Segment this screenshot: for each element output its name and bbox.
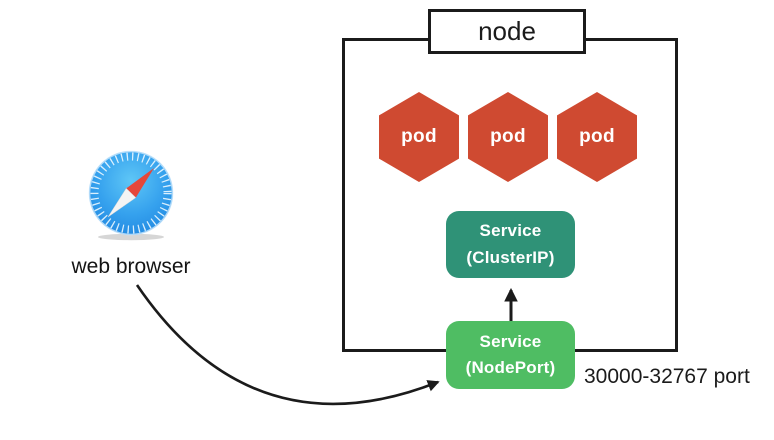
service-name: Service — [479, 221, 542, 241]
safari-compass-icon — [88, 150, 174, 241]
pod-label: pod — [401, 126, 437, 147]
pod-label: pod — [490, 126, 526, 147]
compass-needle-red — [126, 168, 154, 198]
port-range-label: 30000-32767 port — [584, 365, 750, 388]
compass-needle-white — [107, 188, 137, 218]
node-label-text: node — [478, 16, 536, 46]
service-type: (ClusterIP) — [466, 247, 555, 267]
compass-ticks — [90, 152, 172, 234]
icon-shadow — [98, 233, 164, 241]
pod-label: pod — [579, 126, 615, 147]
web-browser: web browser — [41, 149, 221, 279]
service-clusterip-box: Service (ClusterIP) — [446, 211, 575, 278]
service-type: (NodePort) — [465, 358, 556, 377]
service-name: Service — [479, 331, 542, 351]
node-boundary — [342, 38, 678, 352]
node-label: node — [428, 9, 586, 54]
service-nodeport-box: Service (NodePort) — [446, 321, 575, 389]
web-browser-label: web browser — [71, 255, 191, 278]
